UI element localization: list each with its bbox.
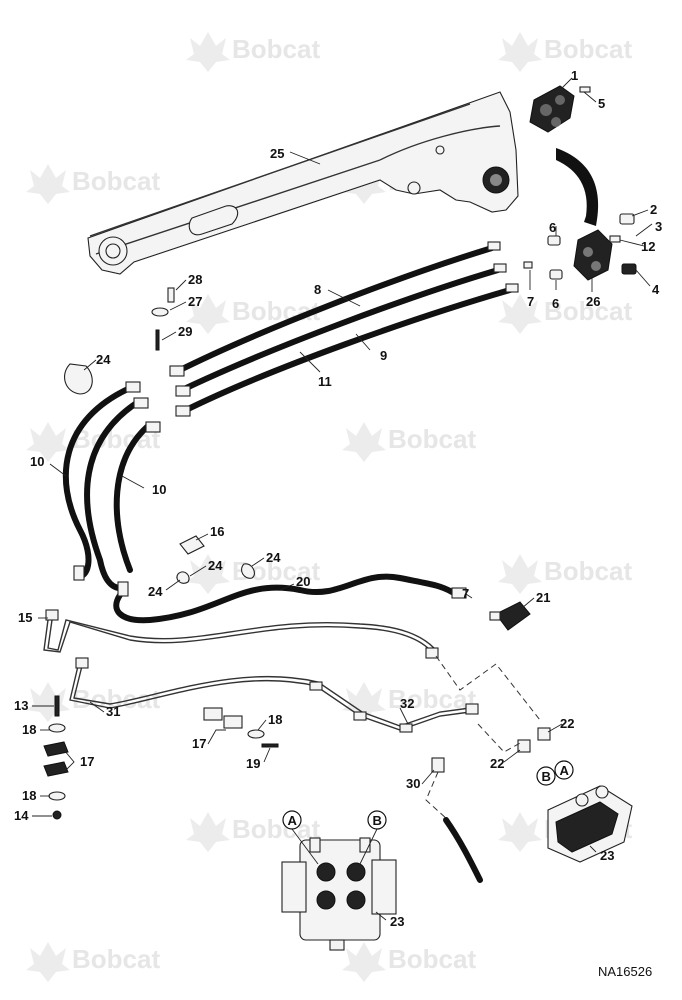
callout-2: 2	[650, 202, 657, 217]
figure-id: NA16526	[598, 964, 652, 979]
callout-24: 24	[148, 584, 163, 599]
callout-27: 27	[188, 294, 202, 309]
leader-lines	[32, 77, 653, 921]
callout-17: 17	[192, 736, 206, 751]
manifold-block	[523, 213, 637, 281]
callout-5: 5	[598, 96, 605, 111]
dashed-connections	[425, 655, 541, 821]
callout-25: 25	[270, 146, 284, 161]
callout-10: 10	[152, 482, 166, 497]
callout-17: 17	[80, 754, 94, 769]
callout-19: 19	[246, 756, 260, 771]
callout-10: 10	[30, 454, 44, 469]
watermark-text: Bobcat	[544, 556, 632, 586]
callout-7: 7	[462, 586, 469, 601]
callout-24: 24	[208, 558, 223, 573]
watermark-text: Bobcat	[544, 296, 632, 326]
port-label-a: A	[560, 763, 570, 778]
port-label-b: B	[542, 769, 551, 784]
callout-group: 1 5 2 3 12 4 6 6 7 26 25 8 9 11 28 27 29…	[14, 68, 662, 929]
callout-3: 3	[655, 219, 662, 234]
callout-24: 24	[266, 550, 281, 565]
callout-31: 31	[106, 704, 120, 719]
callout-24: 24	[96, 352, 111, 367]
callout-18: 18	[22, 722, 36, 737]
port-label-group: A B A B	[282, 760, 574, 865]
bracket-parts	[43, 695, 279, 820]
watermark-text: Bobcat	[232, 34, 320, 64]
port-label-a: A	[288, 813, 298, 828]
callout-4: 4	[652, 282, 660, 297]
callout-18: 18	[268, 712, 282, 727]
callout-6: 6	[552, 296, 559, 311]
watermark-text: Bobcat	[232, 296, 320, 326]
valve-21	[489, 601, 531, 631]
callout-13: 13	[14, 698, 28, 713]
callout-21: 21	[536, 590, 550, 605]
callout-7: 7	[527, 294, 534, 309]
watermark-text: Bobcat	[232, 814, 320, 844]
loader-arm	[87, 91, 519, 275]
detail-arrow	[556, 148, 599, 226]
callout-15: 15	[18, 610, 32, 625]
callout-26: 26	[586, 294, 600, 309]
callout-6: 6	[549, 220, 556, 235]
steel-tubes	[43, 609, 479, 733]
callout-9: 9	[380, 348, 387, 363]
watermark-text: Bobcat	[388, 424, 476, 454]
callout-8: 8	[314, 282, 321, 297]
callout-18: 18	[22, 788, 36, 803]
callout-32: 32	[400, 696, 414, 711]
clamp-parts	[64, 287, 255, 584]
callout-23: 23	[390, 914, 404, 929]
hose-fittings	[73, 241, 519, 599]
callout-20: 20	[296, 574, 310, 589]
control-valve-large	[281, 837, 397, 951]
callout-11: 11	[318, 374, 332, 389]
port-label-b: B	[373, 813, 382, 828]
watermark-text: Bobcat	[72, 684, 160, 714]
callout-28: 28	[188, 272, 202, 287]
callout-1: 1	[571, 68, 578, 83]
hose-group	[62, 245, 513, 624]
callout-23: 23	[600, 848, 614, 863]
watermark-text: Bobcat	[72, 166, 160, 196]
control-valve-small	[547, 785, 633, 863]
callout-30: 30	[406, 776, 420, 791]
quick-coupler-top	[529, 85, 591, 133]
watermark-text: Bobcat	[388, 944, 476, 974]
hose-30-stub	[443, 817, 483, 883]
watermark-text: Bobcat	[544, 34, 632, 64]
callout-16: 16	[210, 524, 224, 539]
callout-22: 22	[560, 716, 574, 731]
callout-14: 14	[14, 808, 29, 823]
callout-12: 12	[641, 239, 655, 254]
callout-29: 29	[178, 324, 192, 339]
callout-22: 22	[490, 756, 504, 771]
watermark-text: Bobcat	[72, 944, 160, 974]
